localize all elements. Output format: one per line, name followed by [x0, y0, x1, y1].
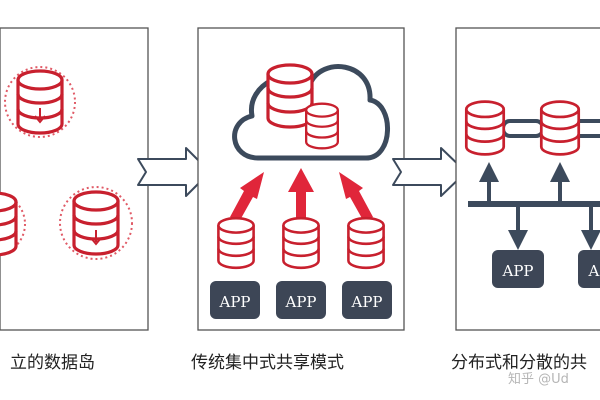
- right-arrow-icon: [137, 147, 211, 197]
- database-icon: [347, 216, 385, 270]
- caption-middle: 传统集中式共享模式: [191, 353, 344, 373]
- app-box-icon: APP: [276, 281, 326, 319]
- panel-right: APP APP: [455, 27, 600, 331]
- app-box-icon: APP: [210, 281, 260, 319]
- red-arrows: [230, 168, 373, 222]
- app-box-icon: APP: [492, 250, 544, 288]
- panel-left: [0, 27, 149, 331]
- data-island-3: [59, 186, 133, 260]
- app-label: APP: [218, 293, 250, 311]
- app-box-icon: APP: [342, 281, 392, 319]
- caption-left: 立的数据岛: [10, 353, 95, 373]
- panel-middle: APP APP APP: [197, 27, 405, 331]
- database-icon: [282, 216, 320, 270]
- database-icon: [0, 191, 18, 257]
- database-icon: [539, 100, 581, 156]
- app-label: APP: [350, 293, 382, 311]
- app-label: APP: [284, 293, 316, 311]
- database-icon: [217, 216, 255, 270]
- data-island-1: [4, 66, 76, 138]
- app-box-icon: APP: [578, 250, 600, 288]
- bus-arrows: [479, 162, 600, 250]
- watermark: 知乎 @Ud: [508, 372, 569, 387]
- database-icon: [16, 69, 64, 135]
- database-icon: [464, 100, 506, 156]
- app-label: APP: [587, 262, 600, 280]
- data-island-2: [0, 191, 26, 257]
- right-arrow-icon: [392, 147, 467, 197]
- app-label: APP: [501, 262, 533, 280]
- database-icon: [305, 102, 339, 150]
- caption-right: 分布式和分散的共: [451, 353, 587, 373]
